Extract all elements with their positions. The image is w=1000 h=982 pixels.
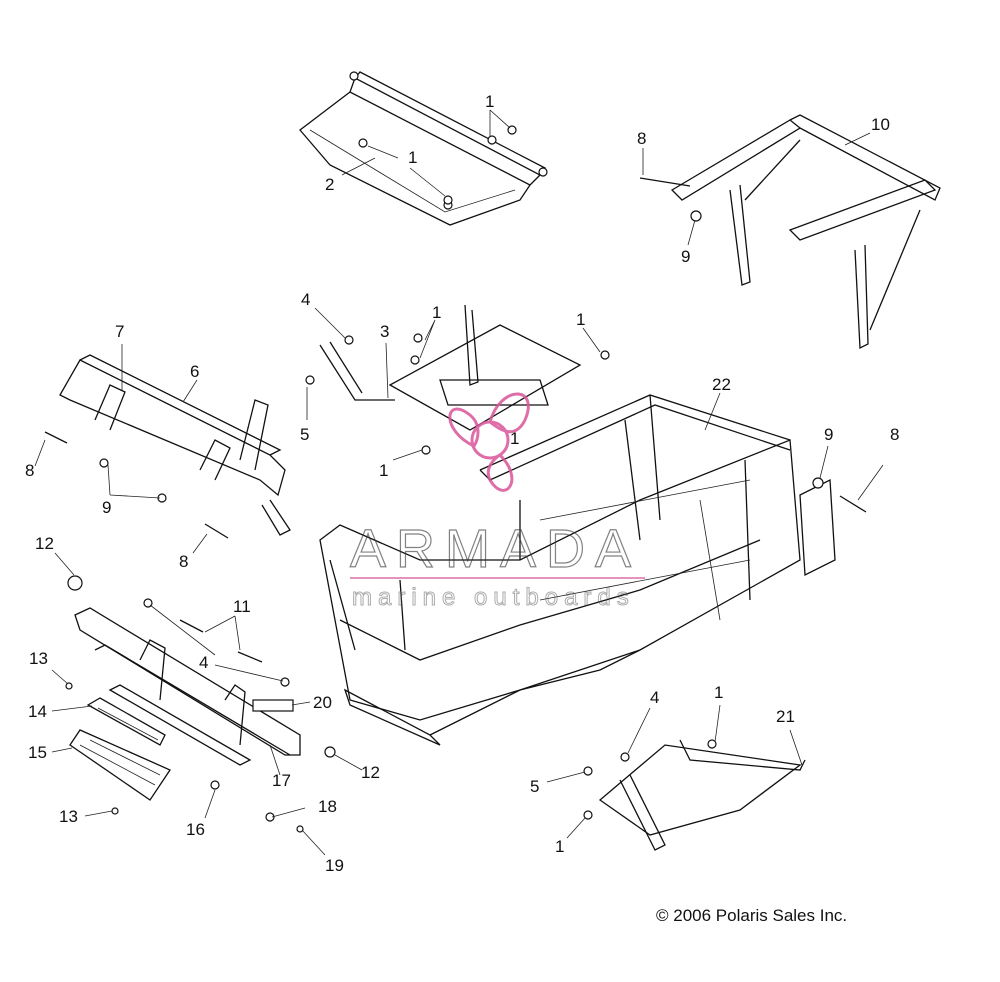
callout-1: 1 [432,303,441,322]
callout-13: 13 [29,649,48,668]
callout-15: 15 [28,743,47,762]
rear-bracket-part-21 [598,739,806,851]
callout-16: 16 [186,820,205,839]
callout-1: 1 [576,310,585,329]
callout-6: 6 [190,362,199,381]
callout-12: 12 [361,763,380,782]
callout-13: 13 [59,807,78,826]
copyright-notice: © 2006 Polaris Sales Inc. [656,906,848,925]
callout-11: 11 [233,597,251,616]
watermark-subtitle: marine outboards [352,584,635,611]
callout-21: 21 [776,707,795,726]
fasteners [44,125,867,833]
callout-9: 9 [681,247,690,266]
leader-lines [34,109,884,856]
callout-22: 22 [712,375,731,394]
grille-part-14 [86,697,166,746]
callout-3: 3 [380,322,389,341]
callout-8: 8 [637,129,646,148]
main-chassis-part-22 [319,394,836,746]
callout-9: 9 [824,425,833,444]
callout-1: 1 [379,461,388,480]
watermark-title: ARMADA [350,519,641,579]
seat-mount-part-3 [319,304,582,431]
callout-1: 1 [510,429,519,448]
callout-8: 8 [179,552,188,571]
callout-4: 4 [199,653,208,672]
callout-7: 7 [115,322,124,341]
callout-4: 4 [650,688,659,707]
callout-18: 18 [318,797,337,816]
callout-10: 10 [871,115,890,134]
callout-8: 8 [890,425,899,444]
label-part-20 [252,699,294,712]
callout-1: 1 [714,683,723,702]
callout-14: 14 [28,702,47,721]
front-crossmember-part-7 [59,354,291,536]
callout-8: 8 [25,461,34,480]
callout-1: 1 [408,148,417,167]
callout-20: 20 [313,693,332,712]
watermark-logo: ARMADA marine outboards [349,392,645,612]
callout-19: 19 [325,856,344,875]
callout-17: 17 [272,771,291,790]
callout-4: 4 [301,290,310,309]
callout-12: 12 [35,534,54,553]
callout-5: 5 [300,425,309,444]
callout-1: 1 [485,92,494,111]
callout-1: 1 [555,837,564,856]
callout-5: 5 [530,777,539,796]
seat-support-part-10 [670,114,941,350]
callout-labels: 1 1 1 1 1 1 1 1 2 3 4 4 4 5 5 6 7 8 8 8 … [25,92,899,875]
callout-2: 2 [325,175,334,194]
grille-part-15 [69,729,171,801]
callout-9: 9 [102,498,111,517]
seat-base-part-2 [299,71,548,226]
front-bumper-part-17 [74,607,301,766]
